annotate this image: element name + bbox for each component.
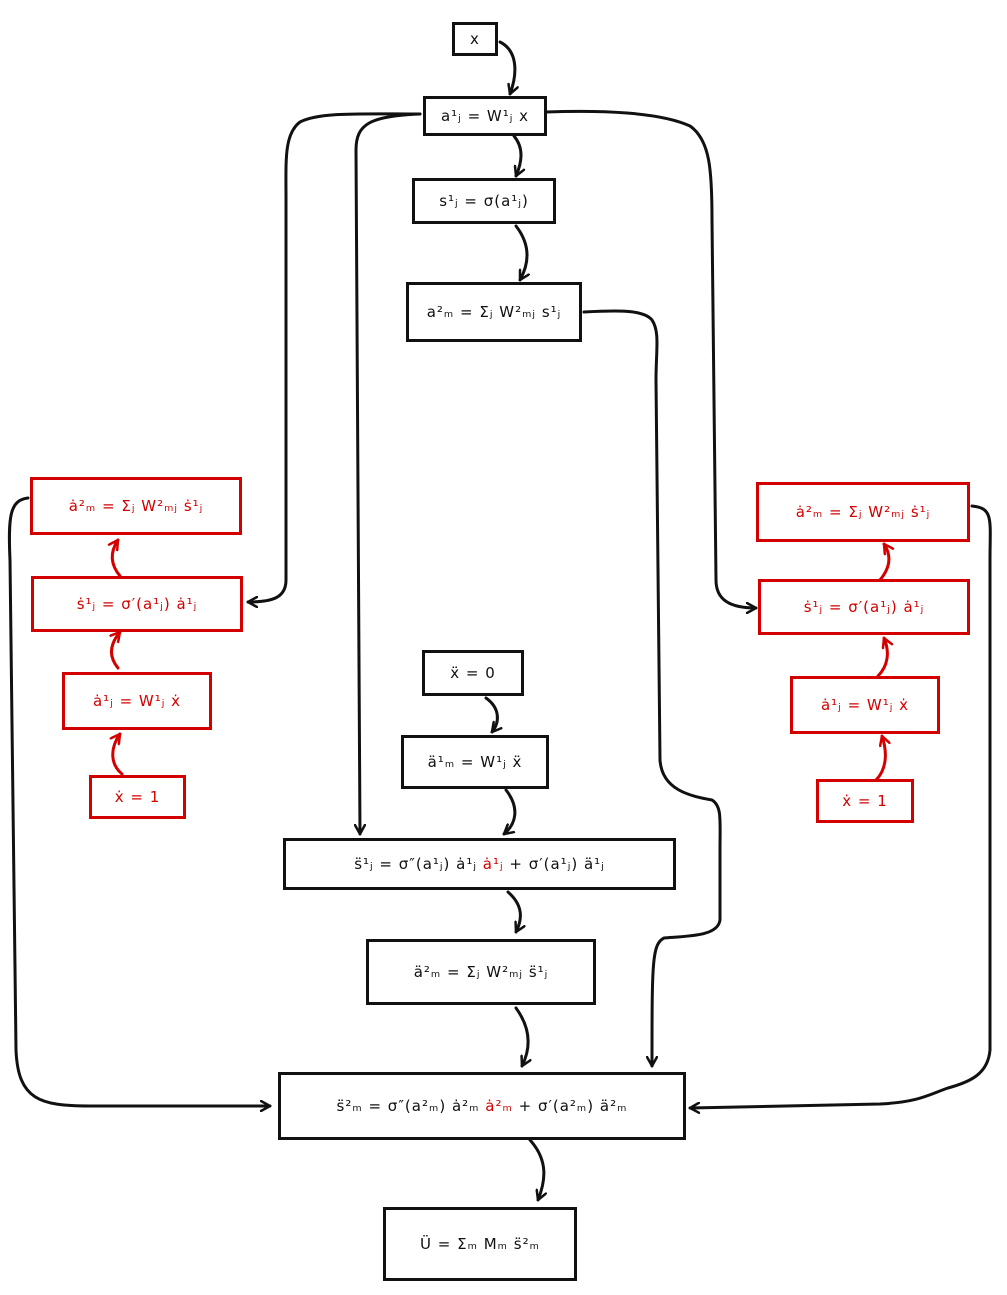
node-label: s¹ⱼ = σ(a¹ⱼ) bbox=[439, 192, 529, 210]
highlighted-term: ȧ²ₘ bbox=[485, 1097, 513, 1115]
node-left-a1-dot: ȧ¹ⱼ = W¹ⱼ ẋ bbox=[62, 672, 212, 730]
node-label: x bbox=[470, 30, 480, 48]
node-s1-ddot: s̈¹ⱼ = σ″(a¹ⱼ) ȧ¹ⱼ ȧ¹ⱼ + σ′(a¹ⱼ) ä¹ⱼ bbox=[283, 838, 676, 890]
node-label: ȧ²ₘ = Σⱼ W²ₘⱼ ṡ¹ⱼ bbox=[795, 503, 931, 521]
node-label: s̈²ₘ = σ″(a²ₘ) ȧ²ₘ ȧ²ₘ + σ′(a²ₘ) ä²ₘ bbox=[337, 1097, 628, 1115]
node-right-s1-dot: ṡ¹ⱼ = σ′(a¹ⱼ) ȧ¹ⱼ bbox=[758, 579, 970, 635]
node-a1-ddot: ä¹ₘ = W¹ⱼ ẍ bbox=[401, 735, 549, 789]
edge-right-s1dot-to-a2dot bbox=[878, 542, 889, 582]
edge-a2-to-s2ddot bbox=[582, 309, 722, 1068]
node-label: ẍ = 0 bbox=[450, 664, 496, 682]
node-label-part: + σ′(a¹ⱼ) ä¹ⱼ bbox=[509, 855, 605, 873]
edge-xddot-to-a1ddot bbox=[484, 696, 497, 734]
node-left-s1-dot: ṡ¹ⱼ = σ′(a¹ⱼ) ȧ¹ⱼ bbox=[31, 576, 243, 632]
edge-a1-to-right-s1dot bbox=[544, 109, 758, 608]
node-label: ẋ = 1 bbox=[114, 788, 161, 806]
node-label: ȧ¹ⱼ = W¹ⱼ ẋ bbox=[92, 692, 182, 710]
node-s1: s¹ⱼ = σ(a¹ⱼ) bbox=[412, 178, 556, 224]
node-a2-ddot: ä²ₘ = Σⱼ W²ₘⱼ s̈¹ⱼ bbox=[366, 939, 596, 1005]
node-label: ẋ = 1 bbox=[842, 792, 888, 810]
edge-left-xdot-to-a1dot bbox=[113, 732, 124, 776]
node-label-part: + σ′(a²ₘ) ä²ₘ bbox=[518, 1097, 628, 1115]
edge-a1-to-left-s1dot bbox=[246, 112, 422, 602]
node-label: a²ₘ = Σⱼ W²ₘⱼ s¹ⱼ bbox=[426, 303, 562, 321]
edge-a1ddot-to-s1ddot bbox=[502, 788, 517, 836]
node-s2-ddot: s̈²ₘ = σ″(a²ₘ) ȧ²ₘ ȧ²ₘ + σ′(a²ₘ) ä²ₘ bbox=[278, 1072, 686, 1140]
edge-s1ddot-to-a2ddot bbox=[506, 890, 520, 934]
node-label: ṡ¹ⱼ = σ′(a¹ⱼ) ȧ¹ⱼ bbox=[803, 598, 925, 616]
node-left-x-dot: ẋ = 1 bbox=[89, 775, 186, 819]
edge-left-s1dot-to-a2dot bbox=[112, 538, 122, 578]
node-a2: a²ₘ = Σⱼ W²ₘⱼ s¹ⱼ bbox=[406, 282, 582, 342]
highlighted-term: ȧ¹ⱼ bbox=[482, 855, 504, 873]
edge-a1-to-s1ddot bbox=[356, 112, 422, 836]
node-a1: a¹ⱼ = W¹ⱼ x bbox=[423, 96, 547, 136]
node-label: ä¹ₘ = W¹ⱼ ẍ bbox=[427, 753, 523, 771]
node-label-part: s̈²ₘ = σ″(a²ₘ) ȧ²ₘ bbox=[336, 1097, 480, 1115]
node-right-a2-dot: ȧ²ₘ = Σⱼ W²ₘⱼ ṡ¹ⱼ bbox=[756, 482, 970, 542]
node-label: ȧ¹ⱼ = W¹ⱼ ẋ bbox=[820, 696, 910, 714]
node-label: s̈¹ⱼ = σ″(a¹ⱼ) ȧ¹ⱼ ȧ¹ⱼ + σ′(a¹ⱼ) ä¹ⱼ bbox=[354, 855, 605, 873]
node-label-part: s̈¹ⱼ = σ″(a¹ⱼ) ȧ¹ⱼ bbox=[354, 855, 477, 873]
node-label: a¹ⱼ = W¹ⱼ x bbox=[440, 107, 530, 125]
node-x-ddot: ẍ = 0 bbox=[422, 650, 524, 696]
edge-left-a2dot-to-s2ddot bbox=[7, 496, 272, 1106]
node-left-a2-dot: ȧ²ₘ = Σⱼ W²ₘⱼ ṡ¹ⱼ bbox=[30, 477, 242, 535]
node-label: ṡ¹ⱼ = σ′(a¹ⱼ) ȧ¹ⱼ bbox=[76, 595, 198, 613]
edge-s1-to-a2 bbox=[514, 224, 527, 282]
edge-right-a2dot-to-s2ddot bbox=[688, 504, 992, 1108]
edge-x-to-a1 bbox=[498, 40, 515, 96]
edge-a1-to-s1 bbox=[512, 134, 521, 178]
edge-right-a1dot-to-s1dot bbox=[876, 636, 887, 678]
node-x-input: x bbox=[452, 22, 498, 56]
node-label: ȧ²ₘ = Σⱼ W²ₘⱼ ṡ¹ⱼ bbox=[68, 497, 204, 515]
edge-a2ddot-to-s2ddot bbox=[514, 1006, 528, 1068]
node-label: Ü = Σₘ Mₘ s̈²ₘ bbox=[420, 1235, 540, 1253]
edge-right-xdot-to-a1dot bbox=[874, 734, 885, 782]
node-u-ddot: Ü = Σₘ Mₘ s̈²ₘ bbox=[383, 1207, 577, 1281]
edge-s2ddot-to-uddot bbox=[528, 1138, 544, 1202]
node-label: ä²ₘ = Σⱼ W²ₘⱼ s̈¹ⱼ bbox=[413, 963, 549, 981]
node-right-x-dot: ẋ = 1 bbox=[816, 779, 914, 823]
edge-left-a1dot-to-s1dot bbox=[111, 630, 122, 670]
node-right-a1-dot: ȧ¹ⱼ = W¹ⱼ ẋ bbox=[790, 676, 940, 734]
